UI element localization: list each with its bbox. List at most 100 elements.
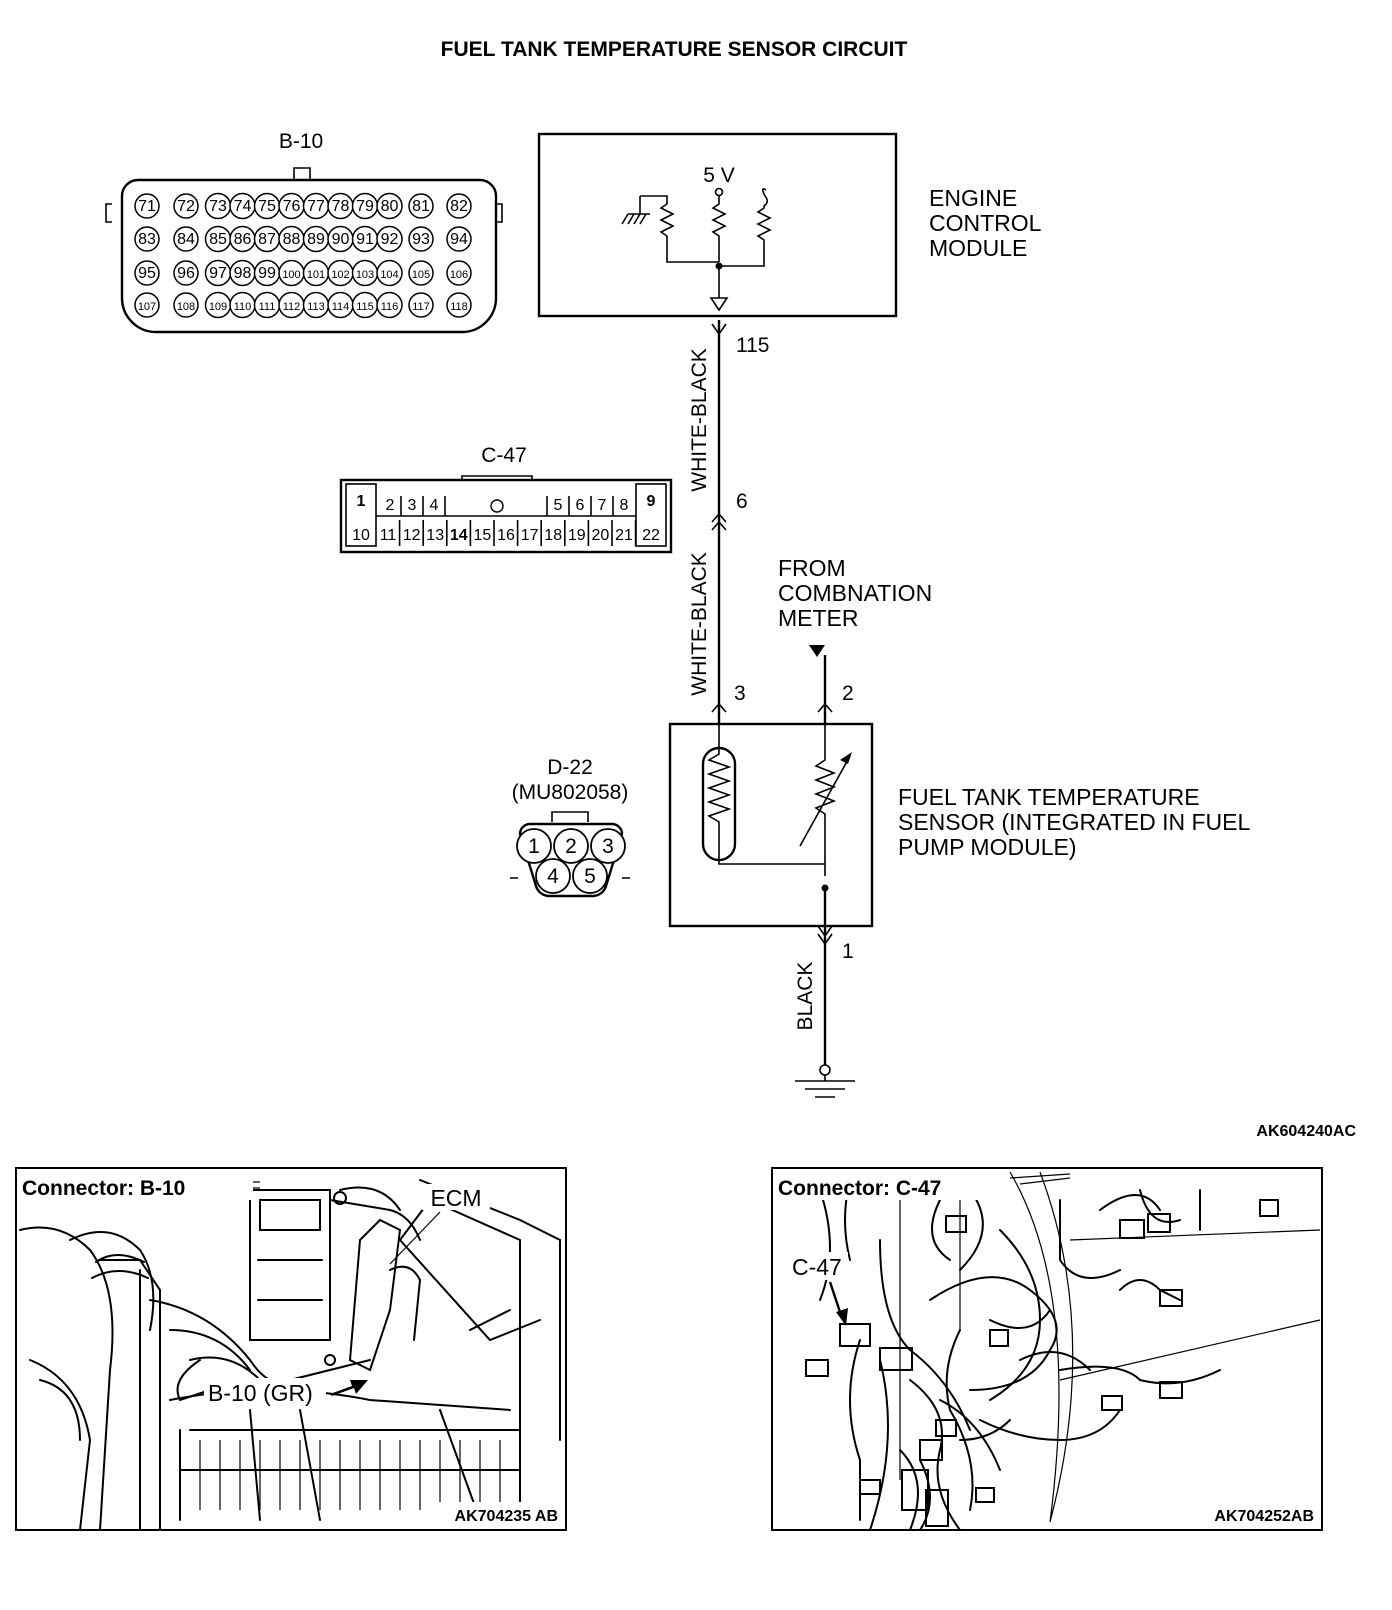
b10-pin-number: 92 — [381, 231, 399, 248]
photo-panel-b10: Connector: B-10 ECM B-10 (GR) AK704235 A… — [15, 1167, 567, 1531]
connector-d22-part: (MU802058) — [512, 781, 629, 804]
b10-pin-socket — [446, 260, 472, 286]
b10-pin-socket — [408, 292, 434, 318]
d22-pin-socket — [590, 828, 626, 864]
c47-pin-number: 15 — [474, 527, 492, 544]
b10-pin-socket — [173, 260, 199, 286]
b10-pin-socket — [408, 226, 434, 252]
c47-pin-number: 14 — [450, 527, 468, 544]
b10-pin-number: 115 — [356, 301, 374, 313]
d22-pin-socket — [572, 858, 608, 894]
b10-pin-number: 91 — [356, 231, 374, 248]
b10-pin-socket — [408, 260, 434, 286]
sensor-label-2: SENSOR (INTEGRATED IN FUEL — [898, 809, 1250, 835]
b10-pin-number: 78 — [332, 198, 350, 215]
d22-pin-number: 3 — [602, 835, 614, 858]
b10-pin-socket — [376, 259, 403, 287]
photo-left-callout: B-10 (GR) — [208, 1380, 313, 1406]
b10-pin-number: 106 — [450, 269, 468, 281]
ecm-box: 5 V ENGINE CONTROL MODULE — [537, 132, 1042, 318]
b10-pin-number: 75 — [258, 198, 276, 215]
c47-pin-number: 21 — [615, 527, 633, 544]
c47-pin-number: 4 — [430, 497, 439, 514]
b10-pin-number: 105 — [412, 269, 430, 281]
b10-pin-number: 96 — [177, 265, 195, 282]
b10-pin-number: 84 — [177, 231, 195, 248]
d22-pin-number: 2 — [565, 835, 577, 858]
c47-pin-number: 9 — [647, 493, 656, 510]
c47-pin-number: 20 — [592, 527, 610, 544]
c47-pin-number: 17 — [521, 527, 539, 544]
c47-pin-number: 10 — [352, 527, 370, 544]
b10-pin-number: 99 — [258, 265, 276, 282]
photo-left-code: AK704235 AB — [455, 1508, 558, 1525]
c47-pin-number: 16 — [497, 527, 515, 544]
b10-pin-number: 87 — [258, 231, 276, 248]
from-meter-label-2: COMBNATION — [778, 580, 932, 606]
b10-pin-number: 90 — [332, 231, 350, 248]
b10-pin-number: 77 — [307, 198, 325, 215]
c47-pin-number: 7 — [598, 497, 607, 514]
d22-pin-number: 4 — [547, 865, 559, 888]
b10-pin-number: 103 — [356, 269, 374, 281]
b10-pin-socket — [173, 193, 199, 219]
b10-pin-number: 73 — [209, 198, 227, 215]
b10-pin-socket — [173, 292, 199, 318]
photo-right-callout: C-47 — [792, 1254, 842, 1280]
pin-ecm-115: 115 — [736, 334, 769, 357]
b10-pin-number: 80 — [381, 198, 399, 215]
b10-pin-number: 107 — [138, 301, 156, 313]
wire-color-ground: BLACK — [794, 962, 817, 1031]
b10-pin-socket — [134, 226, 160, 252]
sensor-label-3: PUMP MODULE) — [898, 834, 1077, 860]
c47-pin-number: 2 — [386, 497, 395, 514]
sensor-label-1: FUEL TANK TEMPERATURE — [898, 784, 1200, 810]
b10-pin-socket — [173, 226, 199, 252]
b10-pin-socket — [376, 291, 403, 319]
engine-bay-illustration — [19, 1176, 561, 1529]
from-meter-label-1: FROM — [778, 555, 846, 581]
b10-pin-number: 93 — [412, 231, 430, 248]
b10-pin-number: 111 — [259, 301, 276, 313]
b10-pin-number: 76 — [283, 198, 301, 215]
b10-pin-number: 109 — [209, 301, 227, 313]
c47-pin-number: 6 — [576, 497, 585, 514]
b10-pin-socket — [134, 260, 160, 286]
b10-pin-number: 86 — [234, 231, 252, 248]
wire-black-ground: 1 BLACK — [794, 925, 855, 1098]
b10-pin-number: 110 — [234, 301, 252, 313]
c47-pin-number: 1 — [357, 493, 366, 510]
b10-pin-number: 88 — [283, 231, 301, 248]
b10-pin-number: 74 — [234, 198, 252, 215]
photo-right-code: AK704252AB — [1214, 1508, 1314, 1525]
b10-pin-number: 98 — [234, 265, 252, 282]
b10-pin-number: 97 — [209, 265, 227, 282]
b10-pin-socket — [134, 193, 160, 219]
d22-pin-number: 1 — [528, 835, 540, 858]
connector-c47-label: C-47 — [481, 444, 527, 467]
ecm-label-3: MODULE — [929, 235, 1027, 261]
ecm-label-1: ENGINE — [929, 185, 1017, 211]
from-meter: FROM COMBNATION METER 2 — [778, 555, 932, 725]
b10-pin-socket — [376, 192, 403, 220]
diagram-title: FUEL TANK TEMPERATURE SENSOR CIRCUIT — [441, 38, 908, 61]
photo-left-title: Connector: B-10 — [22, 1177, 185, 1200]
d22-pin-socket — [516, 828, 552, 864]
photo-panel-c47: Connector: C-47 C-47 AK704252AB — [771, 1167, 1323, 1531]
pin-c47-6: 6 — [736, 490, 748, 513]
c47-pin-number: 5 — [554, 497, 563, 514]
c47-pin-number: 13 — [426, 527, 444, 544]
b10-pin-number: 83 — [138, 231, 156, 248]
c47-pin-number: 19 — [568, 527, 586, 544]
b10-pin-socket — [446, 292, 472, 318]
ecm-label-2: CONTROL — [929, 210, 1042, 236]
b10-pin-number: 94 — [450, 231, 468, 248]
b10-pin-number: 102 — [331, 269, 349, 281]
